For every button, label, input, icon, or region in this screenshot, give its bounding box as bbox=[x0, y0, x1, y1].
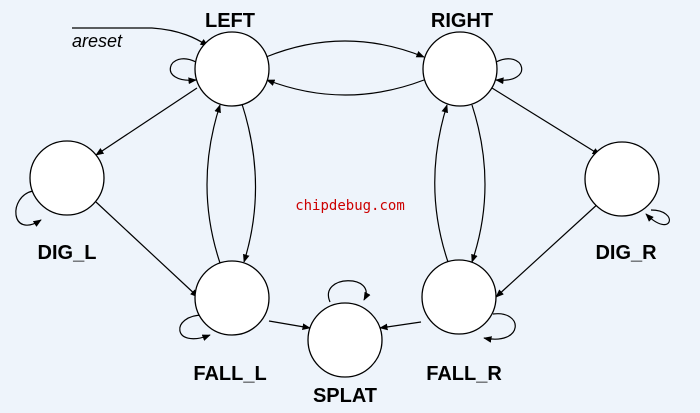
state-fall-r bbox=[421, 259, 497, 335]
edge-right-to-left bbox=[266, 79, 425, 96]
edge-left-to-fall-l bbox=[241, 103, 257, 263]
loop-fall-r bbox=[483, 313, 516, 343]
label-left: LEFT bbox=[205, 10, 255, 32]
loop-fall-l bbox=[179, 314, 211, 341]
loop-dig-r bbox=[645, 209, 670, 226]
state-dig-l bbox=[29, 140, 105, 216]
edge-left-to-right bbox=[265, 40, 425, 58]
edge-right-to-fall-r bbox=[471, 104, 486, 263]
state-left bbox=[194, 31, 270, 107]
loop-dig-l bbox=[15, 190, 42, 227]
edge-dig-r-to-fall-r bbox=[495, 201, 601, 298]
state-fall-l bbox=[194, 260, 270, 336]
label-splat: SPLAT bbox=[313, 385, 377, 407]
edge-fall-l-to-left bbox=[206, 104, 221, 264]
state-dig-r bbox=[584, 141, 660, 217]
watermark-text: chipdebug.com bbox=[295, 198, 405, 214]
label-right: RIGHT bbox=[431, 10, 493, 32]
state-splat bbox=[307, 302, 383, 378]
edge-dig-l-to-fall-l bbox=[95, 201, 199, 298]
label-fall-r: FALL_R bbox=[426, 363, 502, 385]
loop-left bbox=[169, 58, 197, 85]
edge-fall-r-to-splat bbox=[379, 321, 422, 331]
loop-splat bbox=[327, 280, 371, 303]
state-right bbox=[422, 31, 498, 107]
label-dig-r: DIG_R bbox=[595, 242, 657, 264]
label-dig-l: DIG_L bbox=[38, 242, 97, 264]
label-fall-l: FALL_L bbox=[193, 363, 266, 385]
reset-arrow bbox=[151, 27, 209, 47]
reset-label: areset bbox=[72, 31, 123, 51]
edge-fall-r-to-right bbox=[434, 104, 449, 263]
edge-right-to-dig-r bbox=[491, 87, 601, 156]
edge-left-to-dig-l bbox=[95, 87, 198, 156]
loop-right bbox=[495, 58, 523, 85]
edge-fall-l-to-splat bbox=[268, 320, 311, 331]
